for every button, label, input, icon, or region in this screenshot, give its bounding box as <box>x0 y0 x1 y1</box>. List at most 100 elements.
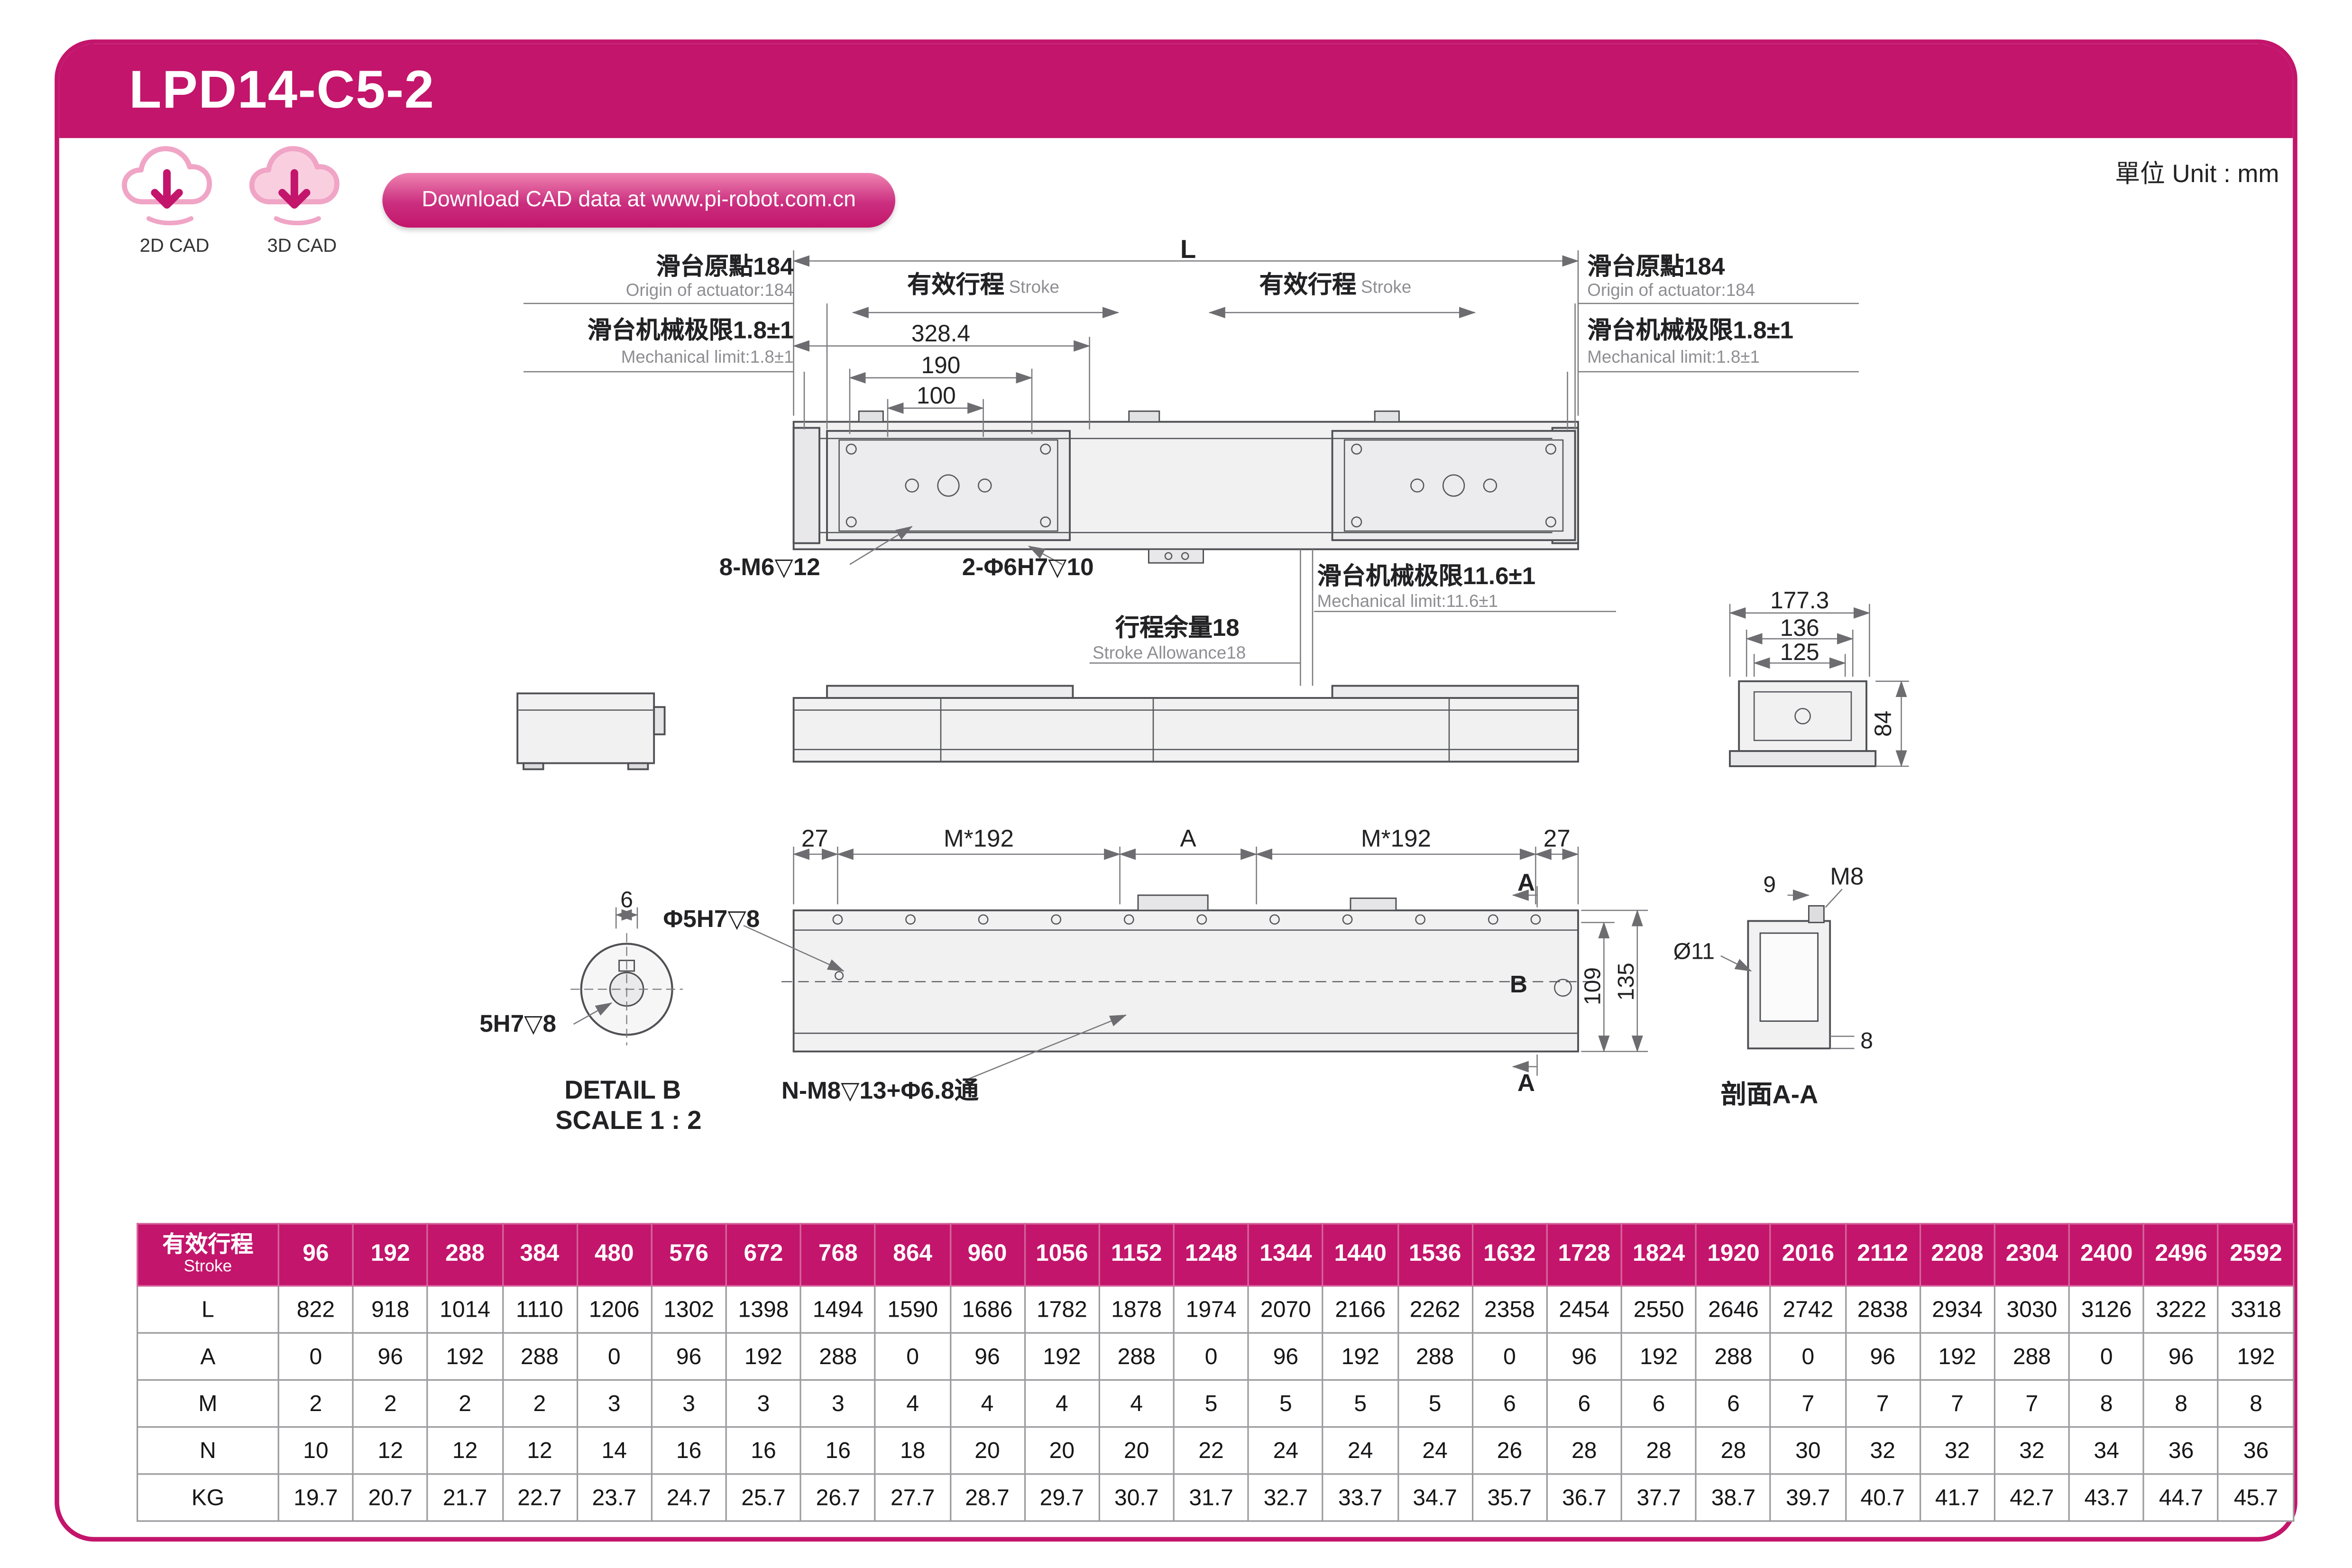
dim-328-4: 328.4 <box>911 321 971 348</box>
callout-n-m8: N-M8▽13+Φ6.8通 <box>781 1079 979 1105</box>
spec-cell: 3 <box>651 1379 727 1428</box>
spec-cell: 96 <box>1546 1332 1623 1381</box>
row-label: L <box>137 1285 279 1334</box>
section-marker-a-bottom: A <box>1517 1071 1535 1097</box>
spec-cell: 30 <box>1770 1426 1847 1475</box>
spec-cell: 918 <box>352 1285 429 1334</box>
spec-cell: 20 <box>1024 1426 1100 1475</box>
spec-cell: 2838 <box>1844 1285 1921 1334</box>
dim-135: 135 <box>1614 963 1640 1001</box>
unit-label: 單位 Unit : mm <box>2115 161 2279 188</box>
spec-cell: 21.7 <box>427 1473 503 1522</box>
detail-marker-b: B <box>1510 972 1527 999</box>
stroke-allowance-en: Stroke Allowance18 <box>1093 645 1246 663</box>
row-label: KG <box>137 1473 279 1522</box>
dim-136: 136 <box>1780 616 1819 642</box>
spec-cell: 32 <box>1844 1426 1921 1475</box>
dim-phi11: Ø11 <box>1673 939 1715 965</box>
spec-cell: 4 <box>874 1379 951 1428</box>
cloud-download-2d-icon <box>121 146 212 226</box>
cad-2d-download[interactable]: 2D CAD <box>109 139 239 257</box>
stroke-column-header: 960 <box>949 1223 1026 1287</box>
spec-cell: 288 <box>501 1332 578 1381</box>
mech-limit-left-zh: 滑台机械极限1.8±1 <box>587 319 794 345</box>
stroke-column-header: 2592 <box>2217 1223 2295 1287</box>
spec-cell: 1110 <box>501 1285 578 1334</box>
spec-cell: 1206 <box>576 1285 652 1334</box>
spec-cell: 20 <box>949 1426 1026 1475</box>
spec-cell: 3318 <box>2217 1285 2295 1334</box>
spec-cell: 27.7 <box>874 1473 951 1522</box>
spec-cell: 44.7 <box>2143 1473 2219 1522</box>
stroke-column-header: 1440 <box>1322 1223 1399 1287</box>
download-cad-button[interactable]: Download CAD data at www.pi-robot.com.cn <box>382 173 895 228</box>
dim-27-right: 27 <box>1543 827 1571 853</box>
spec-cell: 2646 <box>1695 1285 1772 1334</box>
spec-cell: 96 <box>949 1332 1026 1381</box>
spec-cell: 6 <box>1695 1379 1772 1428</box>
spec-cell: 40.7 <box>1844 1473 1921 1522</box>
spec-cell: 1878 <box>1098 1285 1175 1334</box>
spec-cell: 0 <box>1173 1332 1250 1381</box>
spec-cell: 192 <box>427 1332 503 1381</box>
download-cad-text: Download CAD data at www.pi-robot.com.cn <box>422 188 856 212</box>
dim-109: 109 <box>1580 967 1607 1006</box>
dim-27-left: 27 <box>801 827 828 853</box>
spec-cell: 35.7 <box>1471 1473 1548 1522</box>
label-m8: M8 <box>1830 865 1864 891</box>
dim-a: A <box>1180 827 1196 853</box>
mech-limit-mid-en: Mechanical limit:11.6±1 <box>1317 593 1498 612</box>
spec-cell: 22.7 <box>501 1473 578 1522</box>
spec-cell: 2742 <box>1770 1285 1847 1334</box>
spec-cell: 4 <box>1024 1379 1100 1428</box>
section-marker-a-top: A <box>1517 871 1535 897</box>
spec-cell: 3 <box>800 1379 876 1428</box>
spec-cell: 96 <box>1844 1332 1921 1381</box>
cad-3d-label: 3D CAD <box>267 235 337 257</box>
stroke-column-header: 672 <box>725 1223 802 1287</box>
section-aa-title: 剖面A-A <box>1720 1080 1819 1110</box>
spec-cell: 6 <box>1546 1379 1623 1428</box>
spec-cell: 29.7 <box>1024 1473 1100 1522</box>
stroke-column-header: 1824 <box>1620 1223 1697 1287</box>
stroke-column-header: 192 <box>352 1223 429 1287</box>
spec-cell: 7 <box>1844 1379 1921 1428</box>
spec-cell: 42.7 <box>1994 1473 2070 1522</box>
stroke-column-header: 2496 <box>2143 1223 2219 1287</box>
stroke-dim-label-left: 有效行程 Stroke <box>907 273 1059 300</box>
spec-cell: 24.7 <box>651 1473 727 1522</box>
spec-cell: 24 <box>1322 1426 1399 1475</box>
cad-2d-label: 2D CAD <box>139 235 210 257</box>
mech-limit-left-en: Mechanical limit:1.8±1 <box>621 349 794 367</box>
spec-cell: 34 <box>2068 1426 2145 1475</box>
origin-right-zh: 滑台原點184 <box>1587 255 1725 281</box>
spec-cell: 2262 <box>1396 1285 1473 1334</box>
origin-right-en: Origin of actuator:184 <box>1587 282 1755 301</box>
spec-cell: 192 <box>1024 1332 1100 1381</box>
spec-cell: 22 <box>1173 1426 1250 1475</box>
spec-cell: 5 <box>1396 1379 1473 1428</box>
spec-cell: 2454 <box>1546 1285 1623 1334</box>
spec-cell: 2 <box>277 1379 354 1428</box>
dim-6: 6 <box>620 888 633 914</box>
cad-3d-download[interactable]: 3D CAD <box>237 139 367 257</box>
stroke-column-header: 2112 <box>1844 1223 1921 1287</box>
spec-cell: 18 <box>874 1426 951 1475</box>
detail-b-title: DETAIL B <box>564 1075 681 1105</box>
spec-cell: 96 <box>2143 1332 2219 1381</box>
spec-cell: 45.7 <box>2217 1473 2295 1522</box>
spec-cell: 3 <box>725 1379 802 1428</box>
detail-b-scale: SCALE 1 : 2 <box>555 1106 702 1135</box>
spec-cell: 37.7 <box>1620 1473 1697 1522</box>
stroke-column-header: 1152 <box>1098 1223 1175 1287</box>
spec-cell: 3222 <box>2143 1285 2219 1334</box>
callout-5h7: 5H7▽8 <box>479 1012 556 1038</box>
mech-limit-right-zh: 滑台机械极限1.8±1 <box>1587 319 1794 345</box>
spec-cell: 28 <box>1620 1426 1697 1475</box>
stroke-column-header: 2304 <box>1994 1223 2070 1287</box>
origin-left-en: Origin of actuator:184 <box>625 282 794 301</box>
